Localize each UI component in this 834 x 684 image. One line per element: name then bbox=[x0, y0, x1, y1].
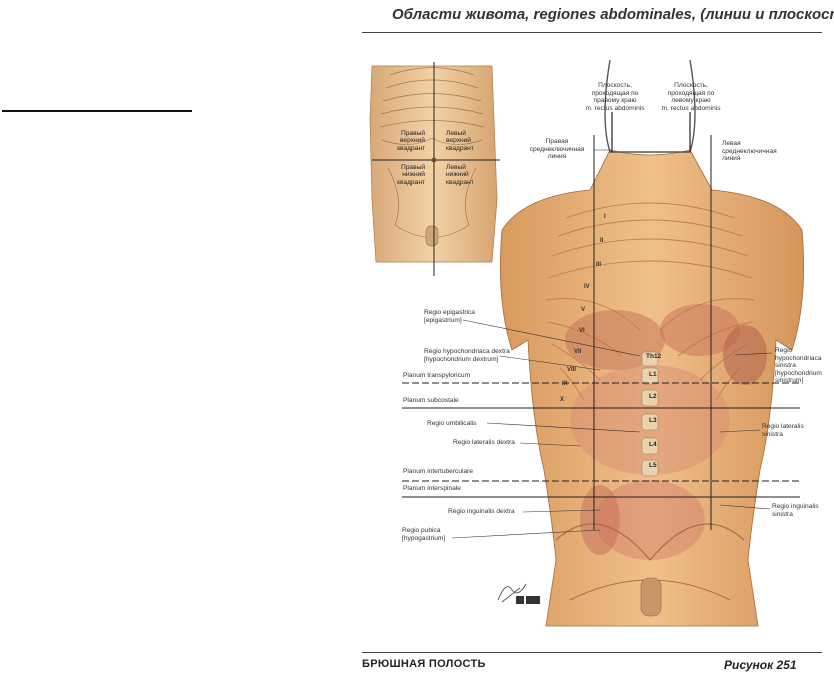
planum-subcostale-label: Planum subcostale bbox=[403, 397, 459, 404]
inset-upper-right-label: Правый верхний квадрант bbox=[397, 130, 425, 152]
rib-label: IV bbox=[584, 284, 590, 290]
inset-upper-left-label: Левый верхний квадрант bbox=[446, 130, 474, 152]
rib-label: V bbox=[581, 307, 586, 313]
left-rectus-plane-label: Плоскость, проходящая по левому краю m. … bbox=[661, 82, 721, 112]
regio-inguinalis-sinistra-label: Regio inguinalis sinistra bbox=[772, 503, 819, 518]
left-rule bbox=[2, 110, 192, 112]
regio-lateralis-sinistra-label: Regio lateralis sinistra bbox=[762, 423, 804, 438]
vertebra-label: L3 bbox=[649, 417, 657, 424]
regio-inguinalis-dextra-label: Regio inguinalis dextra bbox=[448, 508, 515, 515]
regio-epigastrica-label: Regio epigastrica [epigastrium] bbox=[424, 309, 475, 324]
page-title: Области живота, regiones abdominales, (л… bbox=[392, 6, 834, 23]
vertical-planes bbox=[593, 112, 712, 530]
vertebra-label: L2 bbox=[649, 393, 657, 400]
vertebra-label: L4 bbox=[649, 441, 657, 448]
inset-torso bbox=[369, 62, 500, 276]
vertebra-label: L5 bbox=[649, 462, 657, 469]
artist-signature bbox=[497, 583, 527, 603]
leader-lines bbox=[451, 319, 773, 539]
planum-intertuberculare-label: Planum intertuberculare bbox=[403, 468, 474, 475]
rib-label: VII bbox=[574, 349, 582, 355]
vertebra-label: L1 bbox=[649, 371, 657, 378]
inset-lower-right-label: Правый нижний квадрант bbox=[397, 164, 425, 186]
regio-pubica-label: Regio pubica [hypogastrium] bbox=[402, 527, 446, 542]
rib-label: II bbox=[600, 238, 604, 244]
inset-lower-left-label: Левый нижний квадрант bbox=[446, 164, 474, 186]
rib-label: VI bbox=[579, 328, 585, 334]
publisher-logo bbox=[516, 596, 540, 604]
regio-umbilicalis-label: Regio umbilicalis bbox=[427, 420, 477, 427]
footer-rule bbox=[362, 652, 822, 653]
footer-section-title: БРЮШНАЯ ПОЛОСТЬ bbox=[362, 658, 486, 670]
figure-number: Рисунок 251 bbox=[724, 658, 797, 672]
regio-hypochondriaca-sinistra-label: Regio hypochondriaca sinistra [hypochond… bbox=[775, 347, 822, 385]
horizontal-planes bbox=[402, 382, 800, 498]
title-rule bbox=[362, 32, 822, 33]
vertebra-label: Th12 bbox=[646, 353, 662, 360]
rib-label: VIII bbox=[567, 367, 577, 373]
rib-label: I bbox=[604, 214, 606, 220]
right-rectus-plane-label: Плоскость, проходящая по правому краю m.… bbox=[585, 82, 645, 112]
planum-interspinale-label: Planum interspinale bbox=[403, 485, 461, 492]
planum-transpyloricum-label: Planum transpyloricum bbox=[403, 372, 471, 379]
rib-label: IX bbox=[562, 381, 568, 387]
regio-lateralis-dextra-label: Regio lateralis dextra bbox=[453, 439, 515, 446]
rib-label: III bbox=[596, 262, 602, 268]
regio-hypochondriaca-dextra-label: Regio hypochondriaca dextra [hypochondri… bbox=[424, 348, 510, 363]
main-torso bbox=[499, 59, 805, 627]
rib-label: X bbox=[560, 397, 565, 403]
left-midclavicular-line-label: Левая среднеключичная линия bbox=[722, 140, 777, 163]
right-midclavicular-line-label: Правая среднеключичная линия bbox=[529, 138, 585, 161]
